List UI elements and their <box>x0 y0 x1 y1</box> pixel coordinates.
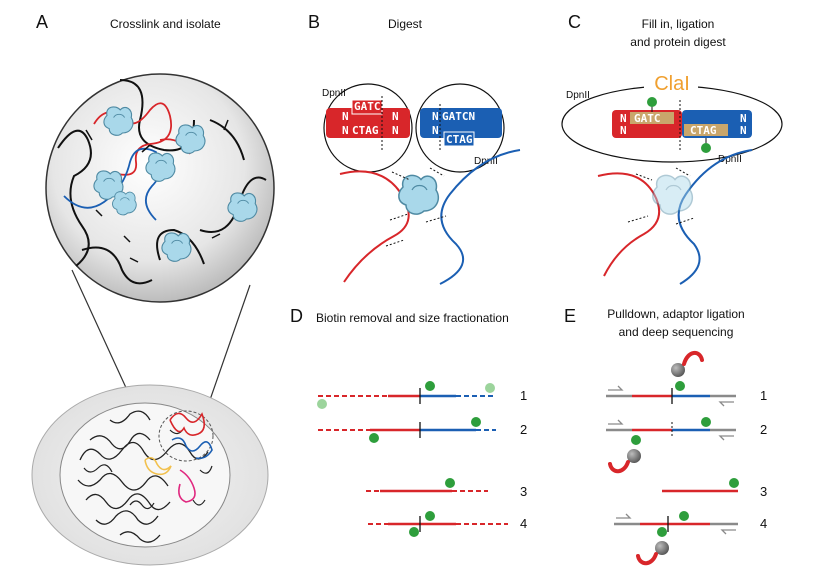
red-chromatin-strand <box>339 170 410 283</box>
panel-c-title-line1: Fill in, ligation <box>642 17 715 31</box>
dpnii-label-c-right: DpnII <box>718 154 742 165</box>
biotin-icon <box>471 417 481 427</box>
biotin-icon <box>369 433 379 443</box>
panel-b-letter: B <box>308 12 320 32</box>
panel-d-title: Biotin removal and size fractionation <box>316 311 509 325</box>
nucleus-pink-chromatin <box>178 469 196 503</box>
biotin-icon <box>647 97 657 112</box>
panel-c-letter: C <box>568 12 581 32</box>
streptavidin-bead-icon <box>636 541 669 566</box>
red-seq-top: GATC <box>354 100 381 113</box>
ligation-diagram: ClaI DpnII DpnII GATC CTAG N N N N <box>561 70 783 285</box>
row-number-e-2: 2 <box>760 422 767 437</box>
panel-a-letter: A <box>36 12 48 32</box>
blue-dna-fragment <box>420 108 502 138</box>
blue-chromatin-strand-c <box>677 149 753 285</box>
dpnii-label-c-left: DpnII <box>566 90 590 101</box>
c-n-1: N <box>620 112 627 125</box>
sphere-blue-chromatin <box>63 147 162 221</box>
biotin-icon <box>657 527 667 537</box>
panel-d-letter: D <box>290 306 303 326</box>
red-seq-bottom: CTAG <box>352 124 379 137</box>
row-number-e-3: 3 <box>760 484 767 499</box>
panel-e-letter: E <box>564 306 576 326</box>
red-dna-fragment <box>326 108 410 138</box>
biotin-icon <box>409 527 419 537</box>
fragment-row-e-4 <box>614 511 738 566</box>
cell-nucleus-group <box>31 384 269 566</box>
panel-c-title-line2: and protein digest <box>630 35 726 49</box>
nucleus-icon <box>59 402 231 548</box>
blue-seq-bottom: CTAG <box>446 133 473 146</box>
fragment-row-e-1 <box>606 351 736 407</box>
biotin-icon <box>729 478 739 488</box>
row-number-d-2: 2 <box>520 422 527 437</box>
fragment-row-d-1 <box>317 381 496 409</box>
red-chromatin-strand-c <box>597 172 661 277</box>
dpnii-label-left: DpnII <box>322 88 346 99</box>
c-n-4: N <box>740 124 747 137</box>
biotin-icon <box>675 381 685 391</box>
blue-n-bottom: N <box>432 124 439 137</box>
chromatin-zoom-sphere <box>45 73 275 303</box>
fragment-row-d-3 <box>366 478 488 493</box>
panel-b-title: Digest <box>388 17 423 31</box>
streptavidin-bead-icon <box>608 449 641 474</box>
streptavidin-bead-icon <box>671 351 704 377</box>
panel-e-title-line1: Pulldown, adaptor ligation <box>607 307 744 321</box>
panel-a-title: Crosslink and isolate <box>110 17 221 31</box>
biotin-icon <box>317 399 327 409</box>
nucleus-red-chromatin <box>169 412 206 436</box>
fragment-row-e-3 <box>662 478 739 493</box>
biotin-icon <box>445 478 455 488</box>
protein-complex-icon <box>398 174 440 215</box>
row-number-d-1: 1 <box>520 388 527 403</box>
c-n-2: N <box>620 124 627 137</box>
biotin-icon <box>679 511 689 521</box>
blue-seq-top: GATCN <box>442 110 475 123</box>
c-seq-bottom: CTAG <box>690 124 717 137</box>
red-n-top: N <box>342 110 349 123</box>
red-n-right-top: N <box>392 110 399 123</box>
biotin-icon <box>701 417 711 427</box>
biotin-icon <box>425 511 435 521</box>
fragment-row-d-4 <box>368 511 508 537</box>
row-number-e-4: 4 <box>760 516 767 531</box>
red-n-right-bottom: N <box>392 124 399 137</box>
fragment-row-d-2 <box>318 417 496 443</box>
zoom-region-circle <box>158 410 214 462</box>
panel-e-title-line2: and deep sequencing <box>619 325 734 339</box>
digest-diagram: N GATC N CTAG N N N GATCN N CTAG DpnII D… <box>322 83 521 285</box>
row-number-d-4: 4 <box>520 516 527 531</box>
nucleus-yellow-chromatin <box>144 456 172 476</box>
row-number-e-1: 1 <box>760 388 767 403</box>
nucleus-blue-chromatin <box>171 437 213 460</box>
biotin-icon <box>701 138 711 153</box>
fragment-row-e-2 <box>606 417 736 474</box>
row-number-d-3: 3 <box>520 484 527 499</box>
blue-chromatin-strand <box>439 149 521 285</box>
red-n-bottom: N <box>342 124 349 137</box>
biotin-icon <box>425 381 435 391</box>
c-seq-top: GATC <box>634 112 661 125</box>
blue-n-top: N <box>432 110 439 123</box>
clai-label: ClaI <box>654 73 690 95</box>
biotin-icon <box>631 435 641 445</box>
biotin-icon <box>485 383 495 393</box>
c-n-3: N <box>740 112 747 125</box>
